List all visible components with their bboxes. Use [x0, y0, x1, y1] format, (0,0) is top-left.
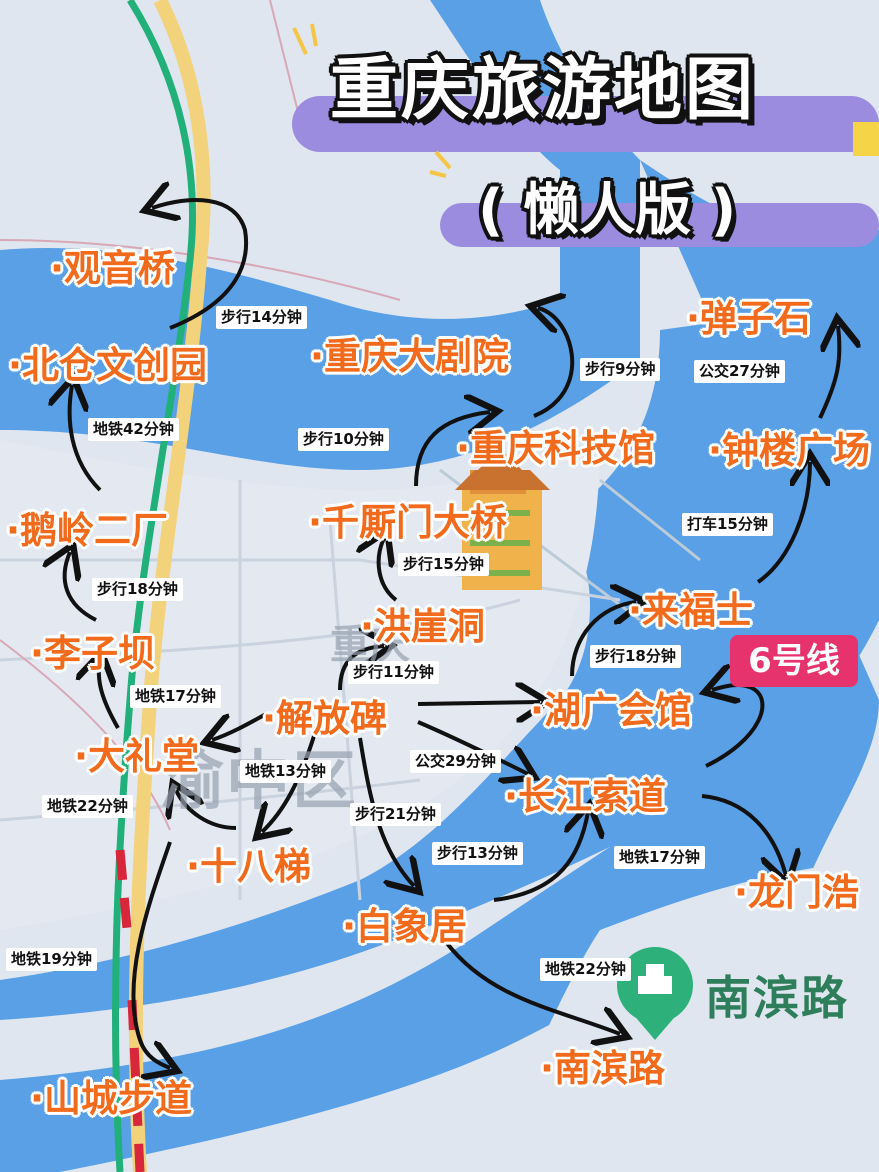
arrow-hongya-qiansi — [379, 538, 398, 602]
place-baixiangju[interactable]: ·白象居 — [342, 905, 468, 948]
arrow-suodao-huguang — [706, 685, 765, 768]
sparkle-accent — [292, 23, 452, 178]
arrow-jiefangbei-suodao — [417, 720, 528, 774]
nanbin-map-pin-icon — [617, 947, 693, 1040]
route-label-suodao-longmen: 地铁17分钟 — [614, 846, 705, 869]
nanbin-poi-label: 南滨路 — [705, 971, 849, 1025]
place-laifushi[interactable]: ·来福士 — [628, 589, 754, 632]
route-label-jiefangbei-suodao: 公交29分钟 — [410, 750, 501, 773]
page-subtitle: ( 懒人版 ) — [478, 178, 737, 243]
place-hongyadong[interactable]: ·洪崖洞 — [360, 605, 486, 648]
place-longmenhao[interactable]: ·龙门浩 — [734, 871, 860, 914]
place-liziba[interactable]: ·李子坝 — [30, 632, 156, 675]
place-huguang[interactable]: ·湖广会馆 — [530, 689, 693, 732]
route-label-jiefangbei-shibati: 地铁13分钟 — [240, 760, 331, 783]
arrow-keji-dajuyuan — [534, 308, 575, 418]
place-nanbinlu[interactable]: ·南滨路 — [540, 1047, 666, 1090]
place-jiefangbei[interactable]: ·解放碑 — [262, 697, 388, 740]
place-dalitang[interactable]: ·大礼堂 — [74, 735, 200, 778]
route-label-laifushi-zhonglou: 打车15分钟 — [682, 513, 773, 536]
arrow-laifushi-zhonglou — [756, 462, 810, 584]
arrow-suodao-longmen — [701, 794, 786, 876]
arrow-baixiang-nanbin — [444, 940, 620, 1034]
place-qiansimen[interactable]: ·千厮门大桥 — [308, 501, 508, 544]
arrow-beicang-guanyin — [152, 200, 249, 330]
arrow-huguang-laifushi — [570, 602, 636, 677]
jialing-river — [0, 0, 640, 470]
arrow-shibati-shancheng — [131, 841, 170, 1068]
metro-line — [111, 0, 196, 1172]
route-label-hongya-qiansi: 步行15分钟 — [398, 553, 489, 576]
route-label-huguang-laifushi: 步行18分钟 — [590, 645, 681, 668]
arrow-liziba-eling — [65, 552, 97, 622]
route-label-baixiang-suodao: 步行13分钟 — [432, 842, 523, 865]
metro-line-6-badge: 6号线 — [730, 635, 858, 687]
title-band — [292, 96, 879, 152]
page-title: 重庆旅游地图 — [330, 51, 757, 130]
title-corner-accent — [853, 122, 879, 156]
route-label-liziba-eling: 步行18分钟 — [92, 578, 183, 601]
arrow-baixiang-suodao — [493, 812, 588, 902]
place-zhonglou[interactable]: ·钟楼广场 — [708, 429, 871, 472]
place-guanyinqiao[interactable]: ·观音桥 — [50, 247, 176, 290]
arrow-dalitang-liziba — [99, 660, 120, 729]
chongqing-map-label: 重庆 — [330, 622, 410, 668]
place-kejiguan[interactable]: ·重庆科技馆 — [456, 427, 656, 470]
arrow-jiefangbei-huguang — [417, 702, 540, 704]
route-label-qiansi-keji: 步行10分钟 — [298, 428, 389, 451]
place-beicang[interactable]: ·北仓文创园 — [8, 344, 208, 387]
route-label-jiefangbei-hongya: 步行11分钟 — [348, 661, 439, 684]
arrow-jiefangbei-shibati — [262, 735, 316, 832]
arrow-zhonglou-tanzishi — [820, 326, 839, 419]
arrow-qiansi-keji — [414, 412, 490, 487]
route-label-zhonglou-tanzishi: 公交27分钟 — [694, 360, 785, 383]
arrow-shibati-dalitang — [176, 790, 237, 830]
place-shibati[interactable]: ·十八梯 — [186, 845, 312, 888]
place-suodao[interactable]: ·长江索道 — [504, 775, 667, 818]
place-dajuyuan[interactable]: ·重庆大剧院 — [310, 335, 510, 378]
red-rail-segment — [115, 849, 145, 1172]
arrow-eling-beicang — [70, 385, 102, 492]
route-label-eling-beicang: 地铁42分钟 — [88, 418, 179, 441]
place-eling[interactable]: ·鹅岭二厂 — [6, 509, 169, 552]
arrow-jiefangbei-hongya — [338, 646, 384, 691]
arrow-jiefangbei-dalitang — [212, 712, 267, 740]
subtitle-band — [440, 203, 879, 247]
route-label-dalitang-liziba: 地铁17分钟 — [130, 685, 221, 708]
route-label-shibati-dalitang: 地铁22分钟 — [42, 795, 133, 818]
route-label-baixiang-nanbin: 地铁22分钟 — [540, 958, 631, 981]
place-tanzishi[interactable]: ·弹子石 — [686, 297, 812, 340]
yangtze-river-main — [0, 300, 879, 1020]
place-shanchengbudao[interactable]: ·山城步道 — [30, 1077, 193, 1120]
route-label-jiefangbei-baixiang: 步行21分钟 — [350, 803, 441, 826]
route-label-beicang-guanyin: 步行14分钟 — [216, 306, 307, 329]
route-label-shibati-shancheng: 地铁19分钟 — [6, 948, 97, 971]
route-label-keji-dajuyuan: 步行9分钟 — [580, 358, 661, 381]
route-arrows — [65, 200, 840, 1068]
